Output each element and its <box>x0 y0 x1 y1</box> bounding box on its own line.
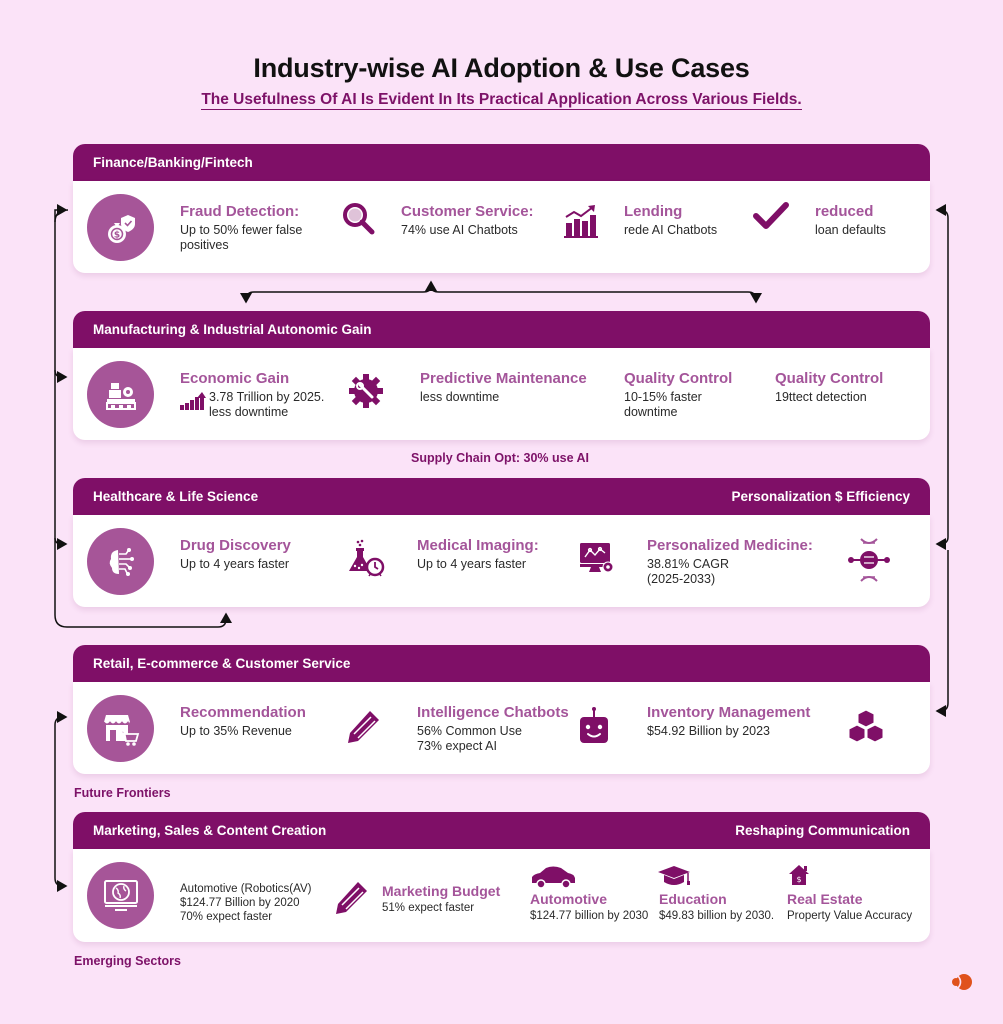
item-personalized-medicine: Personalized Medicine: 38.81% CAGR (2025… <box>647 537 813 586</box>
section-header: Healthcare & Life Science Personalizatio… <box>73 478 930 515</box>
store-cart-icon <box>87 695 154 762</box>
section-header: Manufacturing & Industrial Autonomic Gai… <box>73 311 930 348</box>
item-fraud-detection: Fraud Detection: Up to 50% fewer false p… <box>180 203 303 252</box>
item-reduced: reduced loan defaults <box>815 203 886 237</box>
svg-text:$: $ <box>113 230 119 240</box>
item-quality-control: Quality Control 10-15% faster downtime <box>624 370 733 419</box>
graduation-cap-icon <box>657 865 693 894</box>
item-intelligence-chatbots: Intelligence Chatbots 56% Common Use 73%… <box>417 704 569 753</box>
section-header: Retail, E-commerce & Customer Service <box>73 645 930 682</box>
section-header: Marketing, Sales & Content Creation Resh… <box>73 812 930 849</box>
pencil-icon <box>334 879 370 920</box>
item-lending: Lending rede AI Chatbots <box>624 203 718 237</box>
gear-wrench-icon <box>348 373 384 414</box>
page-subtitle: The Usefulness Of AI Is Evident In Its P… <box>201 91 802 110</box>
section-retail: Retail, E-commerce & Customer Service Re… <box>73 645 930 774</box>
section-header: Finance/Banking/Fintech <box>73 144 930 181</box>
item-automotive: Automotive $124.77 billion by 2030 <box>530 891 649 922</box>
boxes-icon <box>848 709 884 748</box>
item-customer-service: Customer Service: 74% use AI Chatbots <box>401 203 534 237</box>
factory-gear-icon <box>87 361 154 428</box>
checkmark-icon <box>753 201 789 236</box>
ai-brain-icon <box>87 528 154 595</box>
section-manufacturing: Manufacturing & Industrial Autonomic Gai… <box>73 311 930 440</box>
section-title: Retail, E-commerce & Customer Service <box>93 656 351 671</box>
money-bag-shield-icon: $ <box>87 194 154 261</box>
page-title: Industry-wise AI Adoption & Use Cases <box>253 53 750 83</box>
item-marketing-budget: Marketing Budget 51% expect faster <box>382 883 501 914</box>
section-healthcare: Healthcare & Life Science Personalizatio… <box>73 478 930 607</box>
emerging-sectors-note: Emerging Sectors <box>74 954 181 968</box>
dna-icon <box>847 537 891 588</box>
section-title: Healthcare & Life Science <box>93 489 259 504</box>
bar-growth-icon <box>180 392 206 415</box>
item-education: Education $49.83 billion by 2030. <box>659 891 775 922</box>
magnifier-icon <box>341 201 377 242</box>
section-finance: Finance/Banking/Fintech $ Fraud Detectio… <box>73 144 930 273</box>
house-dollar-icon: $ <box>787 863 811 892</box>
item-quality-control-2: Quality Control 19ttect detection <box>775 370 884 404</box>
section-title: Marketing, Sales & Content Creation <box>93 823 327 838</box>
item-predictive-maintenance: Predictive Maintenance less downtime <box>420 370 587 404</box>
growth-chart-icon <box>563 203 599 244</box>
item-medical-imaging: Medical Imaging: Up to 4 years faster <box>417 537 539 571</box>
monitor-analytics-icon <box>579 541 615 580</box>
item-recommendation: Recommendation Up to 35% Revenue <box>180 704 306 738</box>
brand-logo-icon <box>951 972 973 997</box>
globe-monitor-icon <box>87 862 154 929</box>
future-frontiers-note: Future Frontiers <box>74 786 171 800</box>
robot-icon <box>578 706 610 751</box>
section-marketing: Marketing, Sales & Content Creation Resh… <box>73 812 930 942</box>
item-real-estate: Real Estate Property Value Accuracy <box>787 891 913 922</box>
item-drug-discovery: Drug Discovery Up to 4 years faster <box>180 537 291 571</box>
section-right-label: Personalization $ Efficiency <box>731 489 910 504</box>
pencil-icon <box>346 708 382 749</box>
flask-clock-icon <box>348 539 386 584</box>
item-economic-gain: Economic Gain 3.78 Trillion by 2025. les… <box>180 370 325 419</box>
svg-text:$: $ <box>796 875 801 884</box>
item-inventory-management: Inventory Management $54.92 Billion by 2… <box>647 704 811 738</box>
car-icon <box>528 865 578 894</box>
supply-chain-note: Supply Chain Opt: 30% use AI <box>411 451 590 465</box>
section-title: Manufacturing & Industrial Autonomic Gai… <box>93 322 372 337</box>
item-automotive-robotics: Automotive (Robotics(AV) $124.77 Billion… <box>180 883 312 923</box>
section-title: Finance/Banking/Fintech <box>93 155 253 170</box>
section-right-label: Reshaping Communication <box>735 823 910 838</box>
